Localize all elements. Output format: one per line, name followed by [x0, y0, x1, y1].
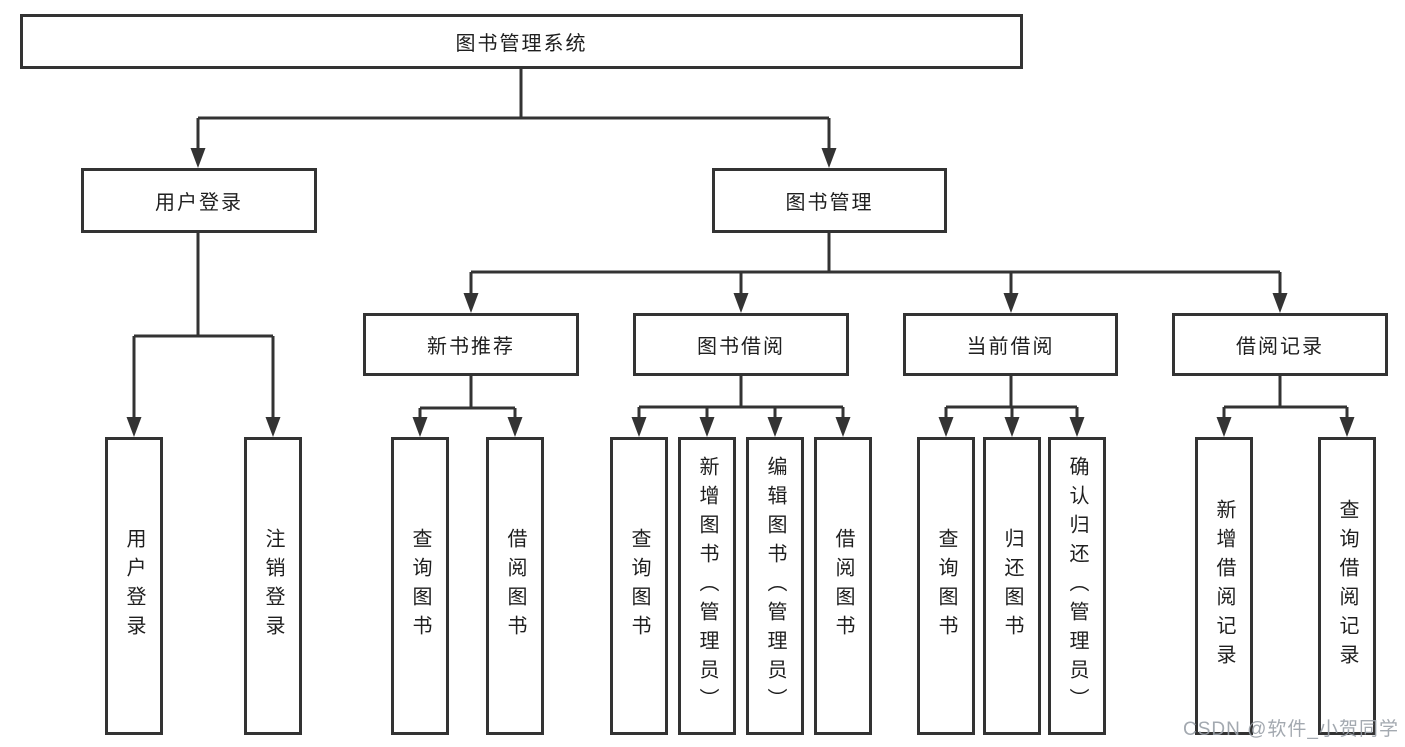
leaf-edit-books-admin: 编辑图书（管理员）: [746, 437, 804, 735]
arrow-down-icon: [1003, 293, 1019, 313]
leaf-add-books-admin: 新增图书（管理员）: [678, 437, 736, 735]
csdn-watermark: CSDN @软件_小贺同学: [1183, 719, 1399, 740]
node-label: 注销登录: [262, 528, 284, 644]
node-library-management-system: 图书管理系统: [20, 14, 1023, 69]
node-book-management: 图书管理: [712, 168, 947, 233]
node-label: 用户登录: [155, 192, 243, 214]
node-current-borrowing: 当前借阅: [903, 313, 1118, 376]
arrow-down-icon: [126, 417, 142, 437]
node-label: 图书管理系统: [455, 33, 588, 55]
arrow-down-icon: [821, 148, 837, 168]
node-label: 借阅图书: [832, 528, 854, 644]
node-label: 确认归还（管理员）: [1066, 455, 1088, 717]
leaf-return-books: 归还图书: [983, 437, 1041, 735]
arrow-down-icon: [1216, 417, 1232, 437]
arrow-down-icon: [463, 293, 479, 313]
node-book-borrowing: 图书借阅: [633, 313, 849, 376]
node-label: 归还图书: [1001, 528, 1023, 644]
leaf-query-books-current: 查询图书: [917, 437, 975, 735]
node-label: 查询图书: [935, 528, 957, 644]
arrow-down-icon: [1069, 417, 1085, 437]
arrow-down-icon: [733, 293, 749, 313]
node-label: 查询图书: [409, 528, 431, 644]
leaf-logout: 注销登录: [244, 437, 302, 735]
arrow-down-icon: [1339, 417, 1355, 437]
node-label: 借阅记录: [1236, 336, 1324, 358]
leaf-confirm-return-admin: 确认归还（管理员）: [1048, 437, 1106, 735]
node-borrowing-records: 借阅记录: [1172, 313, 1388, 376]
node-label: 查询图书: [628, 528, 650, 644]
arrow-down-icon: [631, 417, 647, 437]
node-label: 新书推荐: [427, 336, 515, 358]
node-label: 借阅图书: [504, 528, 526, 644]
arrow-down-icon: [190, 148, 206, 168]
leaf-borrow-books: 借阅图书: [814, 437, 872, 735]
node-label: 查询借阅记录: [1336, 499, 1358, 673]
node-new-book-recommendation: 新书推荐: [363, 313, 579, 376]
arrow-down-icon: [767, 417, 783, 437]
arrow-down-icon: [412, 417, 428, 437]
leaf-add-borrow-record: 新增借阅记录: [1195, 437, 1253, 735]
leaf-query-books-borrow: 查询图书: [610, 437, 668, 735]
leaf-query-borrow-record: 查询借阅记录: [1318, 437, 1376, 735]
node-label: 图书借阅: [697, 336, 785, 358]
leaf-user-login: 用户登录: [105, 437, 163, 735]
arrow-down-icon: [699, 417, 715, 437]
arrow-down-icon: [1004, 417, 1020, 437]
node-label: 新增借阅记录: [1213, 499, 1235, 673]
arrow-down-icon: [507, 417, 523, 437]
node-label: 当前借阅: [966, 336, 1055, 358]
node-label: 编辑图书（管理员）: [764, 455, 786, 717]
node-label: 图书管理: [785, 192, 874, 214]
arrow-down-icon: [938, 417, 954, 437]
leaf-query-books-recommend: 查询图书: [391, 437, 449, 735]
arrow-down-icon: [265, 417, 281, 437]
node-user-login: 用户登录: [81, 168, 317, 233]
node-label: 用户登录: [123, 528, 145, 644]
arrow-down-icon: [1272, 293, 1288, 313]
leaf-borrow-books-recommend: 借阅图书: [486, 437, 544, 735]
node-label: 新增图书（管理员）: [696, 455, 718, 717]
arrow-down-icon: [835, 417, 851, 437]
